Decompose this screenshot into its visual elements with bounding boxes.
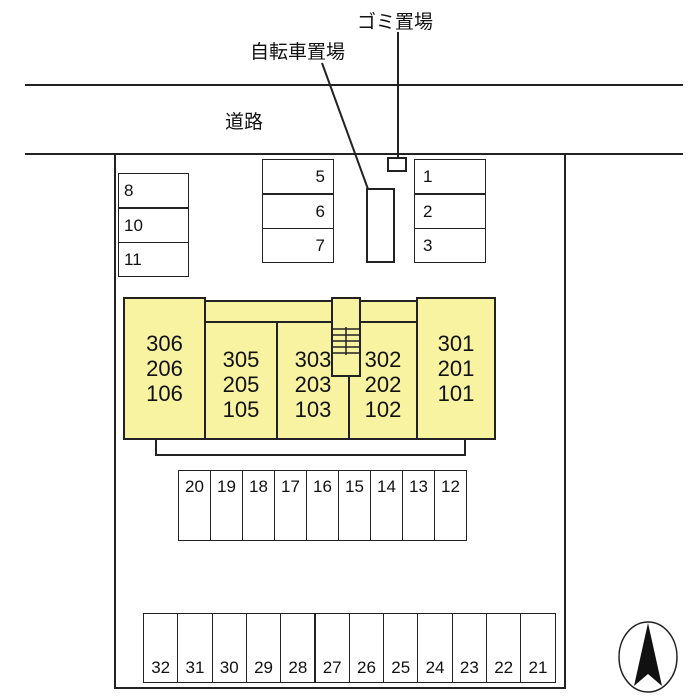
parking-space: 6 [262,193,334,229]
parking-space-number: 11 [124,250,142,269]
parking-space: 24 [417,613,453,683]
parking-space-number: 10 [124,215,143,235]
parking-space-number: 25 [391,658,411,677]
lot-boundary [114,154,566,689]
parking-space-number: 28 [288,658,308,677]
parking-space-number: 18 [249,477,268,496]
parking-space-number: 29 [254,658,273,677]
parking-space-number: 1 [423,167,433,186]
parking-space-number: 32 [151,658,171,677]
road-edge-north [25,84,683,86]
parking-space: 14 [370,470,403,541]
parking-space-number: 19 [217,477,236,496]
parking-space: 7 [262,228,334,263]
parking-space: 27 [314,613,350,683]
parking-space: 23 [451,613,487,683]
garbage-area [387,157,407,172]
parking-space: 1 [414,159,486,194]
parking-space-number: 2 [423,201,433,221]
parking-space: 5 [262,159,334,194]
parking-space-number: 21 [528,658,548,677]
parking-space: 32 [143,613,179,683]
parking-space-number: 7 [315,236,325,255]
parking-space: 10 [118,207,189,243]
parking-space: 31 [177,613,213,683]
parking-space: 8 [118,173,189,208]
parking-space: 26 [348,613,385,683]
parking-space-number: 22 [494,658,514,677]
parking-space: 20 [178,470,211,541]
parking-space-number: 12 [441,477,460,496]
parking-space: 28 [280,613,316,683]
parking-space-number: 14 [377,477,396,496]
parking-space-number: 8 [124,181,134,200]
parking-space: 15 [338,470,371,541]
staircase [331,297,361,377]
parking-space: 2 [414,193,486,229]
parking-space: 12 [434,470,467,541]
parking-space-number: 13 [409,477,428,496]
parking-space-number: 6 [315,201,325,221]
bicycle-parking [366,188,395,263]
parking-space: 21 [520,613,556,683]
bicycle-parking-label: 自転車置場 [250,42,346,63]
garbage-area-label: ゴミ置場 [357,12,434,33]
parking-space-number: 20 [185,477,204,496]
road-edge-south [25,153,683,155]
parking-space-number: 27 [322,658,342,677]
parking-space-number: 30 [219,658,239,677]
road-label: 道路 [225,112,264,133]
parking-space-number: 5 [315,167,325,186]
parking-space-number: 15 [345,477,364,496]
parking-space-number: 23 [459,658,479,677]
parking-space-number: 31 [185,658,205,677]
parking-space: 19 [210,470,243,541]
parking-space: 13 [402,470,435,541]
parking-space: 29 [245,613,282,683]
parking-space-number: 17 [281,477,300,496]
balcony [155,438,466,456]
parking-space: 16 [306,470,339,541]
parking-space: 22 [486,613,522,683]
parking-space-number: 3 [423,236,433,255]
parking-space: 3 [414,228,486,263]
parking-space: 30 [211,613,247,683]
parking-space-number: 26 [356,658,376,677]
parking-space-number: 16 [313,477,332,496]
garbage-leader-line [397,32,399,157]
parking-space: 18 [242,470,275,541]
parking-space: 11 [118,242,189,277]
north-arrow-icon [618,621,678,693]
parking-space-number: 24 [425,658,445,677]
parking-space: 25 [383,613,419,683]
parking-space: 17 [274,470,307,541]
